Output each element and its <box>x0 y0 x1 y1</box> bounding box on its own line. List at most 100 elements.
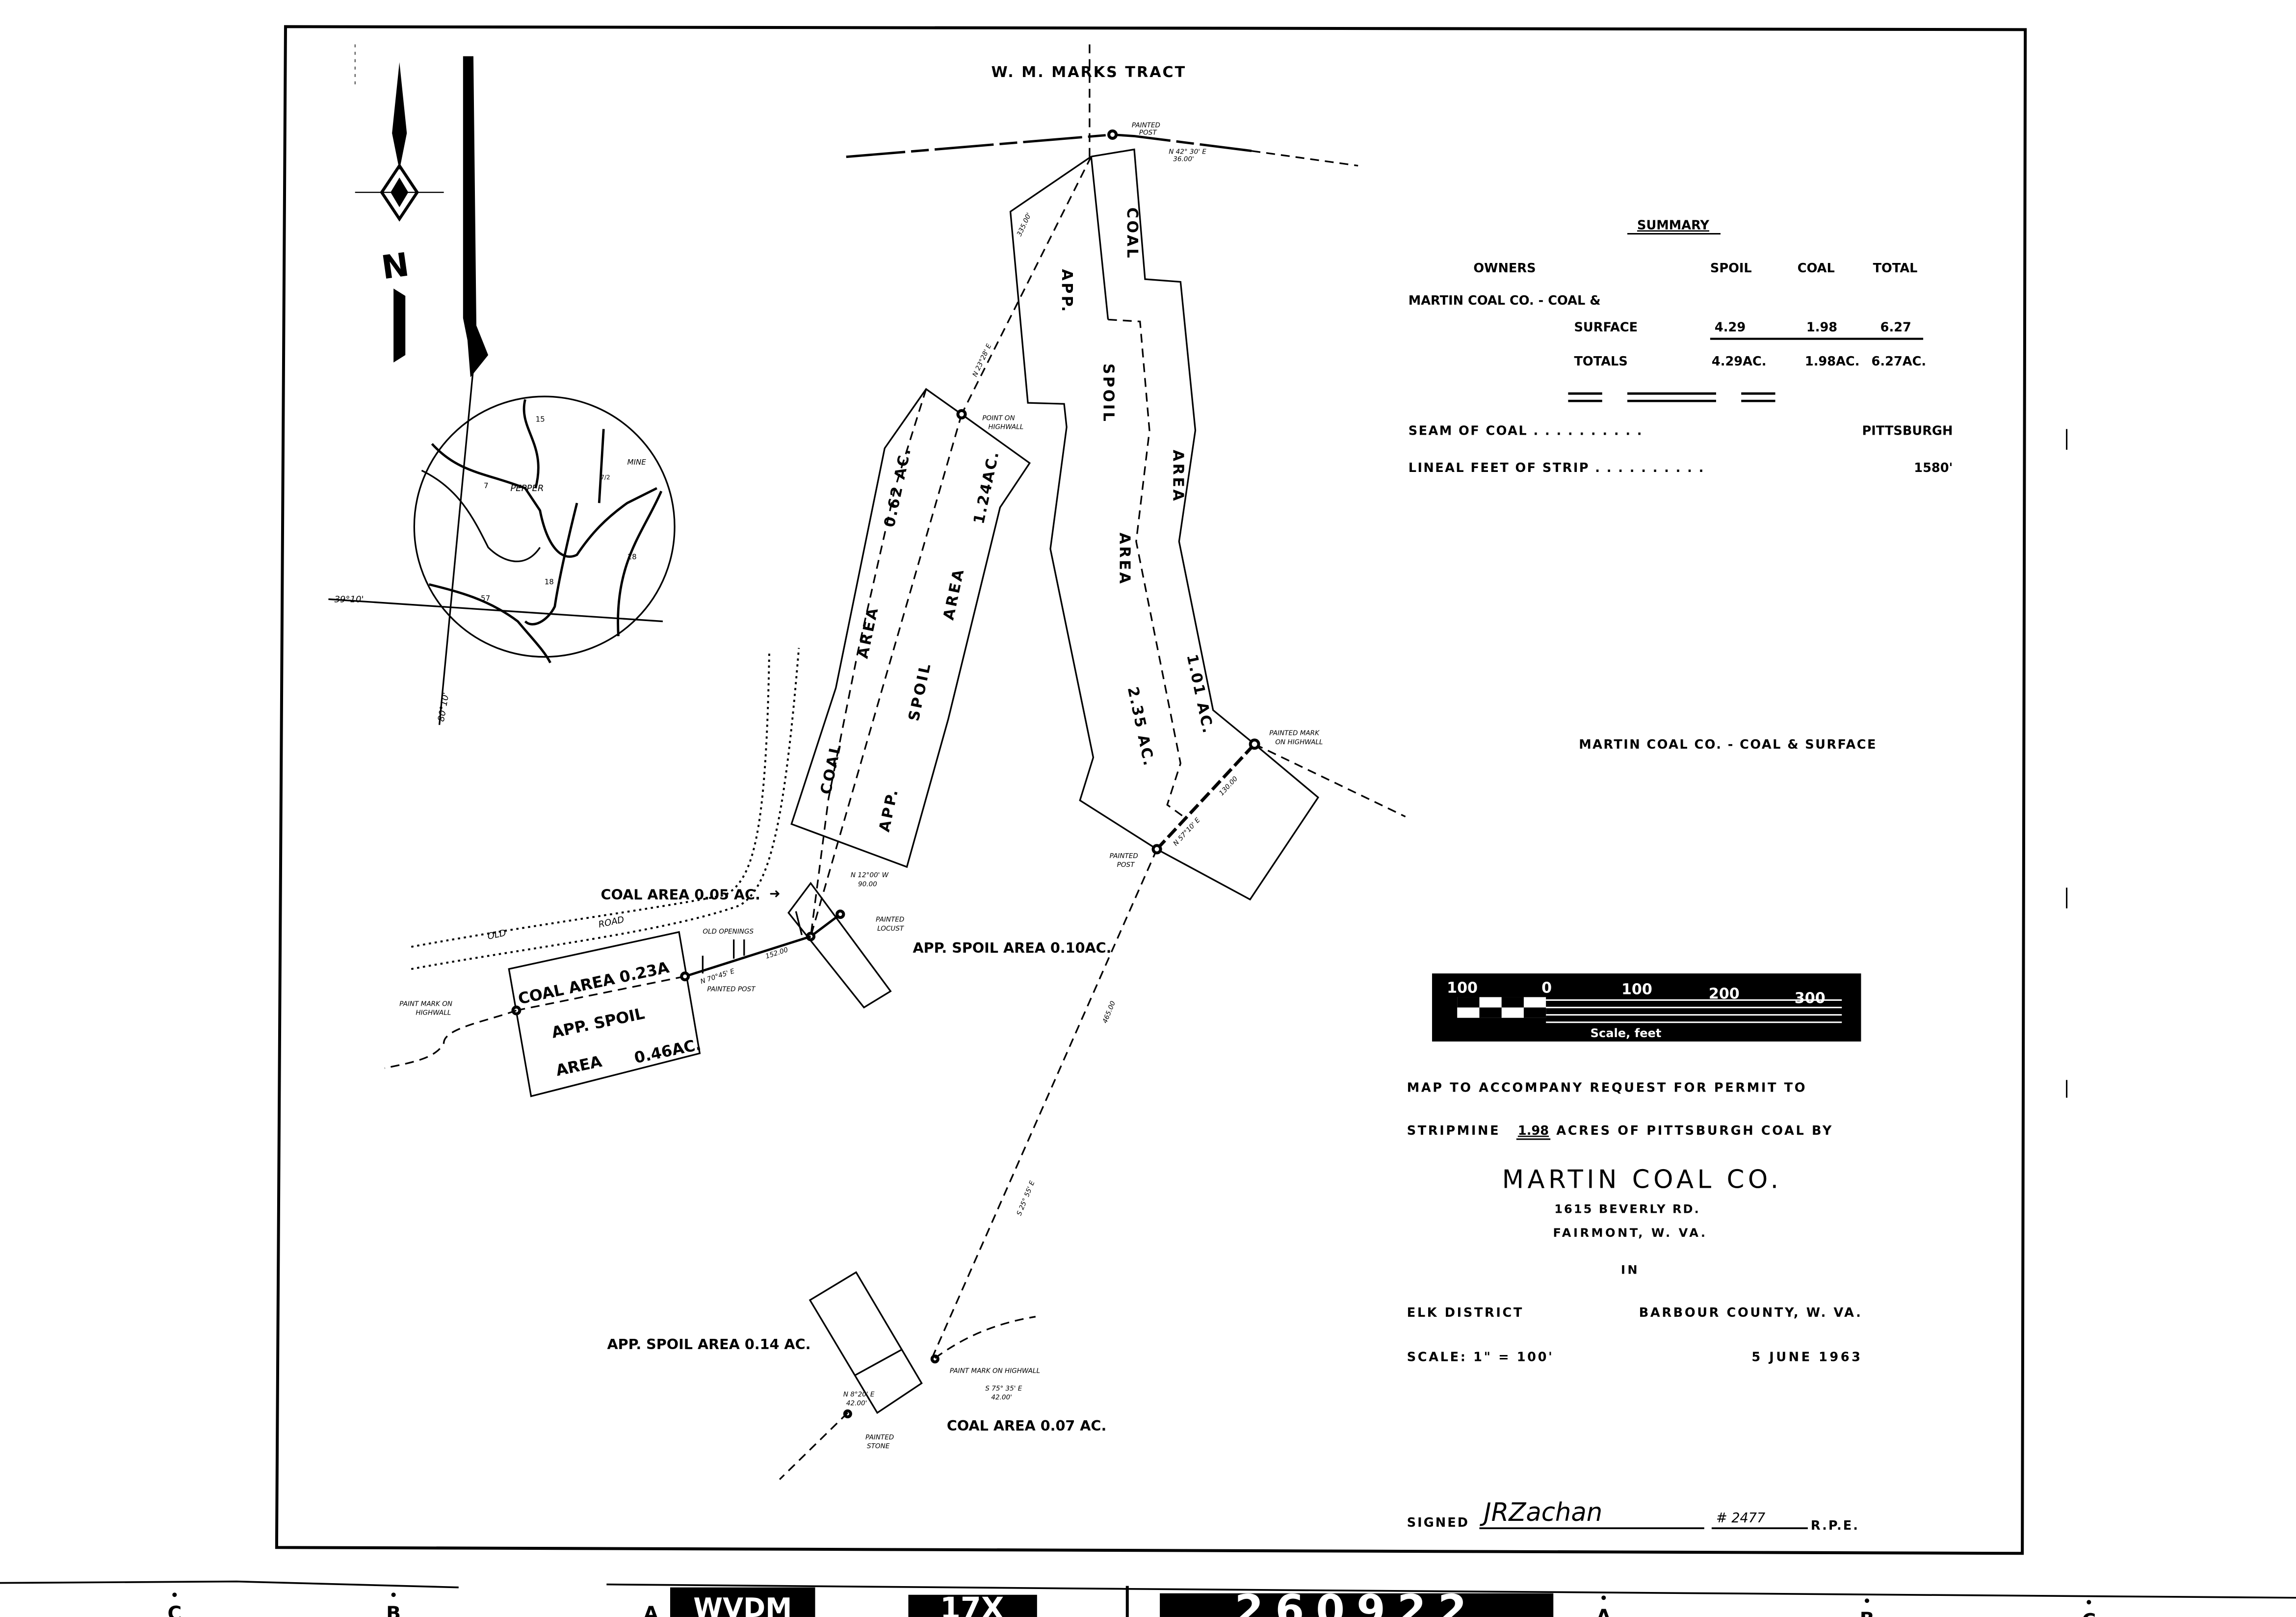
tract-023-046 <box>384 931 701 1097</box>
road-label: ROAD <box>598 914 625 930</box>
distance-label: 42.00' <box>846 1400 867 1408</box>
area-label: SPOIL <box>906 660 935 723</box>
paint-mark-label: HIGHWALL <box>416 1009 451 1017</box>
owner-name: MARTIN COAL CO. - COAL & <box>1409 293 1601 308</box>
registration-marker: C <box>167 1603 182 1617</box>
title-line: STRIPMINE <box>1407 1123 1501 1138</box>
area-label: AREA <box>940 566 968 622</box>
owner-name: SURFACE <box>1574 320 1638 335</box>
north-arrow-icon <box>354 44 489 377</box>
distance-label: 36.00' <box>1173 156 1194 163</box>
table-cell: 6.27AC. <box>1872 354 1927 369</box>
area-callout: APP. SPOIL AREA 0.14 AC. <box>607 1336 810 1353</box>
film-code: 17X <box>940 1591 1004 1617</box>
county-label: BARBOUR COUNTY, W. VA. <box>1639 1305 1863 1320</box>
painted-mark-label: PAINTED MARK <box>1269 730 1320 737</box>
inset-route-label: 57 <box>481 594 490 602</box>
summary-title: SUMMARY <box>1637 218 1709 233</box>
area-label: COAL <box>817 741 845 796</box>
bearing-label: N 42° 30' E <box>1169 148 1206 156</box>
bearing-label: N 12°00' W <box>851 871 889 879</box>
map-border <box>275 25 2027 1555</box>
column-header: SPOIL <box>1710 261 1752 276</box>
area-label: AREA <box>554 1053 604 1080</box>
area-label: AREA <box>854 604 882 660</box>
column-header: TOTAL <box>1873 261 1918 276</box>
tract-label: W. M. MARKS TRACT <box>991 64 1186 81</box>
area-callout: COAL AREA 0.07 AC. <box>947 1417 1106 1434</box>
scale-tick: 0 <box>1541 979 1552 996</box>
title-line: ACRES OF PITTSBURGH COAL BY <box>1556 1123 1833 1138</box>
distance-label: 130.00 <box>1218 775 1239 798</box>
inset-longitude-label: 80°10' <box>436 692 451 723</box>
permit-acres: 1.98 <box>1518 1123 1549 1138</box>
company-name: MARTIN COAL CO. <box>1502 1165 1782 1194</box>
graphic-scale-bar: 100 0 100 200 300 Scale, feet <box>1432 973 1861 1042</box>
inset-place-label: PEPPER <box>510 483 544 494</box>
area-callout: COAL AREA 0.05 AC. <box>601 886 760 903</box>
inset-location-map: PEPPER MINE 39°10' 80°10' 15 7 18 18 57 … <box>328 366 676 725</box>
registration-number: # 2477 <box>1716 1511 1765 1526</box>
date-label: 5 JUNE 1963 <box>1751 1350 1862 1364</box>
scale-tick: 300 <box>1795 990 1826 1007</box>
scale-tick: 100 <box>1621 981 1652 998</box>
inset-route-label: 18 <box>545 577 554 586</box>
rpe-label: R.P.E. <box>1811 1518 1859 1533</box>
registration-marker: B <box>1860 1609 1875 1617</box>
table-cell: 1.98AC. <box>1805 354 1860 369</box>
area-callout: APP. SPOIL AREA 0.10AC. <box>913 939 1112 956</box>
north-label: N <box>379 245 412 287</box>
acreage-label: 1.01 AC. <box>1183 653 1217 736</box>
scale-tick: 200 <box>1709 985 1740 1002</box>
address-line: 1615 BEVERLY RD. <box>1554 1202 1700 1216</box>
inset-route-label: 7 <box>484 481 489 490</box>
summary-table: SUMMARY OWNERS SPOIL COAL TOTAL MARTIN C… <box>1409 218 1953 475</box>
engineer-signature: JRZachan <box>1480 1498 1603 1527</box>
area-label: AREA <box>1116 533 1133 586</box>
inset-route-label: 7/2 <box>600 474 610 481</box>
inset-route-label: 15 <box>536 415 545 423</box>
right-strip-outline <box>931 148 1406 1358</box>
district-label: ELK DISTRICT <box>1407 1305 1524 1320</box>
small-tract-005-010 <box>684 882 892 1009</box>
lineal-feet-value: 1580' <box>1914 461 1953 475</box>
distance-label: 90.00 <box>858 880 877 888</box>
bearing-label: N 57°10' E <box>1172 816 1202 848</box>
scale-label: SCALE: 1" = 100' <box>1407 1350 1554 1364</box>
arrow-right-icon: ➜ <box>769 886 781 901</box>
seam-value: PITTSBURGH <box>1862 424 1953 439</box>
point-on-highwall-label: POINT ON <box>982 414 1015 422</box>
point-on-highwall-label: HIGHWALL <box>988 423 1023 431</box>
registration-marker: A <box>1596 1606 1612 1617</box>
in-label: IN <box>1621 1263 1640 1277</box>
area-label: APP. <box>1058 269 1075 314</box>
totals-label: TOTALS <box>1574 354 1627 369</box>
column-header: OWNERS <box>1473 261 1536 276</box>
registration-marker: A <box>644 1603 659 1617</box>
painted-post-top-label: PAINTED <box>1132 121 1160 129</box>
property-boundary <box>846 44 1358 167</box>
title-block: MAP TO ACCOMPANY REQUEST FOR PERMIT TO S… <box>1407 1080 1863 1533</box>
area-label: APP. <box>876 786 902 834</box>
paint-mark-label: PAINT MARK ON <box>399 1000 452 1008</box>
signed-label: SIGNED <box>1407 1515 1469 1530</box>
painted-post-label: PAINTED POST <box>707 985 756 993</box>
area-label: COAL <box>1123 208 1141 261</box>
registration-marker: B <box>386 1603 401 1617</box>
painted-stone-label: STONE <box>867 1442 890 1450</box>
bearing-label: S 25° 55' E <box>1016 1179 1037 1217</box>
table-cell: 1.98 <box>1806 320 1837 335</box>
microfilm-footer: C B A A B C WVDM 17X 260922 <box>0 1580 2296 1617</box>
painted-locust-label: PAINTED <box>876 916 904 924</box>
film-code: WVDM <box>693 1592 792 1617</box>
bearing-label: N 8°20' E <box>843 1391 875 1399</box>
acreage-label: 2.35 AC. <box>1124 685 1158 769</box>
painted-stone-label: PAINTED <box>865 1434 894 1441</box>
distance-label: 335.00' <box>1016 211 1033 237</box>
area-label: APP. SPOIL <box>550 1005 646 1042</box>
film-code: 260922 <box>1235 1586 1479 1617</box>
painted-post-label: PAINTED <box>1110 852 1138 860</box>
owner-area-label: MARTIN COAL CO. - COAL & SURFACE <box>1579 737 1877 752</box>
distance-label: 42.00' <box>991 1394 1012 1402</box>
